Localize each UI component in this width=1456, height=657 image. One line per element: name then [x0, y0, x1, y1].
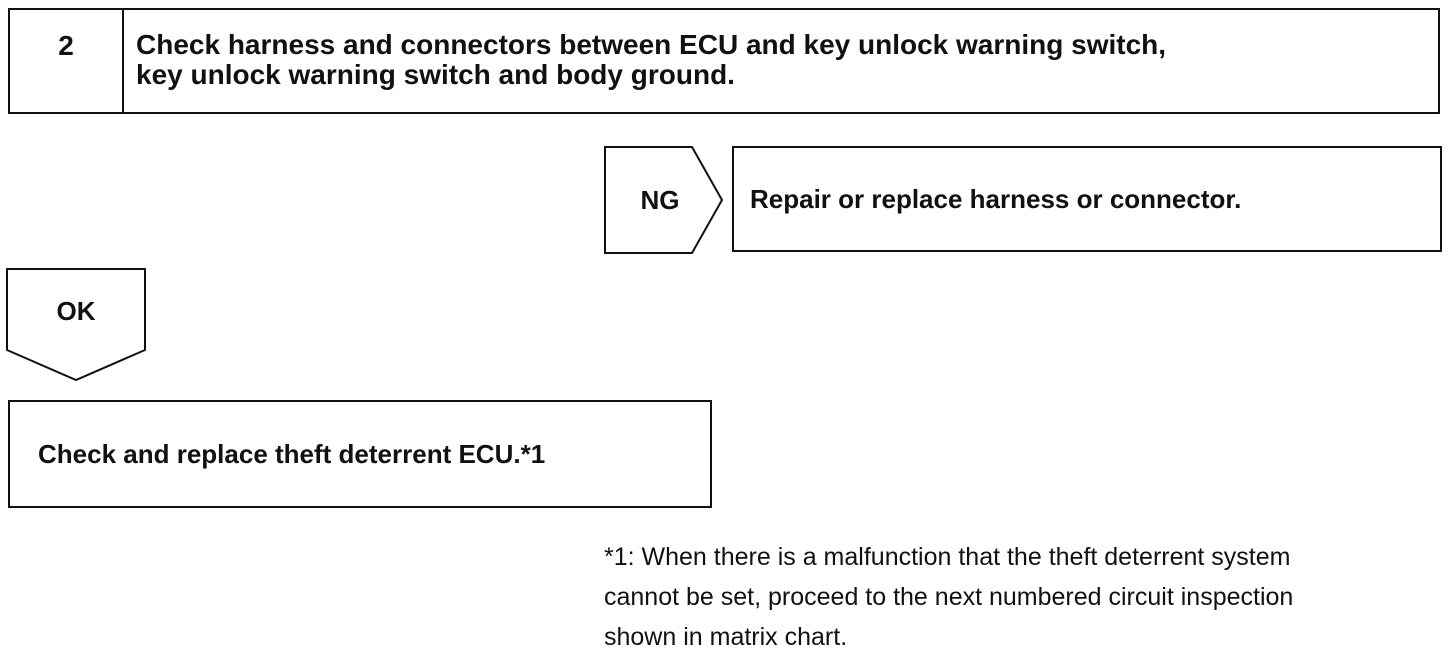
- ng-label: NG: [640, 184, 680, 215]
- step-header: 2 Check harness and connectors between E…: [8, 8, 1440, 114]
- step-number: 2: [10, 10, 124, 112]
- ok-branch-arrow: [6, 268, 146, 382]
- ok-label: OK: [56, 295, 96, 326]
- ok-action-text: Check and replace theft deterrent ECU.*1: [38, 438, 546, 469]
- ok-action-box: Check and replace theft deterrent ECU.*1: [8, 400, 712, 508]
- step-title: Check harness and connectors between ECU…: [136, 29, 1167, 90]
- ng-branch-arrow: [604, 146, 724, 254]
- footnote: *1: When there is a malfunction that the…: [604, 543, 1294, 651]
- ng-action-box: Repair or replace harness or connector.: [732, 146, 1442, 252]
- ng-action-text: Repair or replace harness or connector.: [750, 183, 1242, 214]
